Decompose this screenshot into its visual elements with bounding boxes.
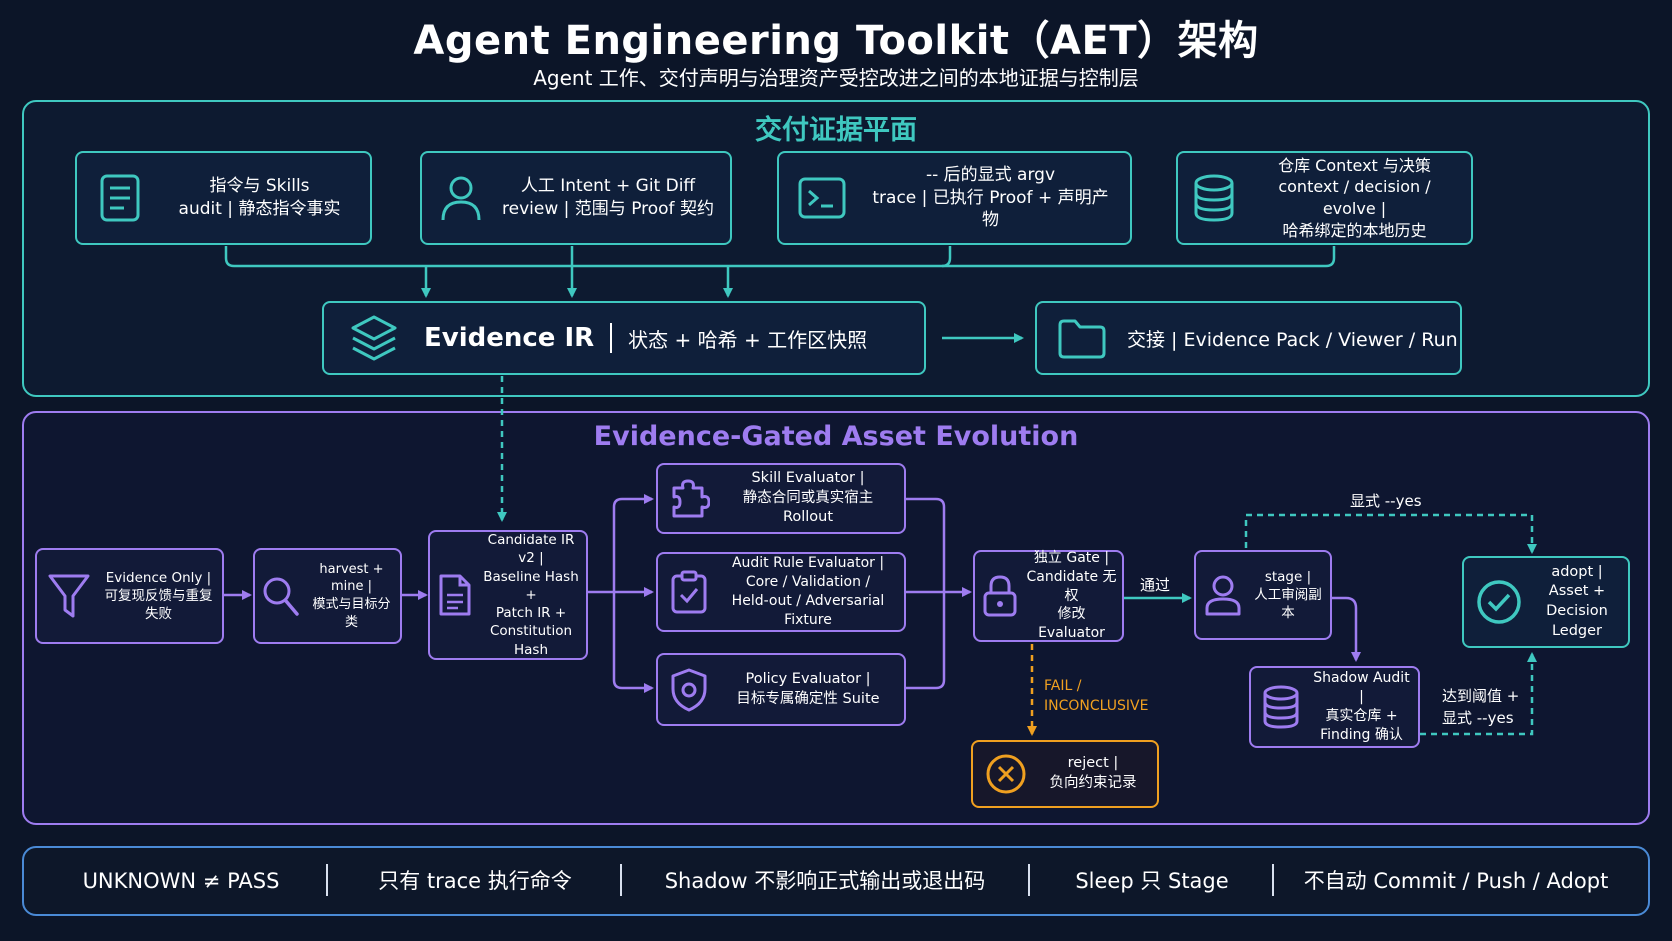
- source-line2: trace | 已执行 Proof + 声明产物: [872, 187, 1109, 231]
- evidence-only-line1: Evidence Only |: [105, 569, 212, 586]
- person-icon: [1196, 574, 1250, 616]
- evidence-ir-divider: [610, 323, 613, 353]
- principle-no-auto-commit: 不自动 Commit / Push / Adopt: [1303, 869, 1609, 893]
- evidence-only-line2: 可复现反馈与重复失败: [104, 587, 213, 623]
- shadow-audit-box: Shadow Audit | 真实仓库 + Finding 确认: [1249, 666, 1420, 748]
- reject-box: reject | 负向约束记录: [971, 740, 1159, 808]
- source-repo-context: 仓库 Context 与决策 context / decision / evol…: [1176, 151, 1473, 245]
- source-explicit-argv: -- 后的显式 argv trace | 已执行 Proof + 声明产物: [777, 151, 1132, 245]
- stage-line2: 人工审阅副本: [1254, 586, 1322, 622]
- adopt-line2: Asset +: [1548, 583, 1606, 600]
- harvest-box: harvest + mine | 模式与目标分类: [253, 548, 402, 644]
- skill-evaluator-line1: Skill Evaluator |: [751, 470, 865, 487]
- gate-line3: 修改 Evaluator: [1038, 606, 1105, 642]
- policy-evaluator-line1: Policy Evaluator |: [745, 670, 871, 687]
- source-instructions-skills: 指令与 Skills audit | 静态指令事实: [75, 151, 372, 245]
- principle-divider: [1028, 864, 1030, 896]
- stage-line1: stage |: [1264, 568, 1312, 585]
- check-circle-icon: [1464, 578, 1534, 626]
- source-line2: audit | 静态指令事实: [178, 199, 341, 219]
- source-line1: 人工 Intent + Git Diff: [520, 176, 696, 197]
- skill-evaluator-line2: 静态合同或真实宿主 Rollout: [742, 489, 874, 526]
- evidence-ir-name: Evidence IR: [424, 323, 595, 353]
- policy-evaluator-line2: 目标专属确定性 Suite: [736, 690, 880, 707]
- handoff-text: 交接 | Evidence Pack / Viewer / Run: [1127, 328, 1458, 351]
- database-icon: [1178, 173, 1250, 223]
- lock-icon: [975, 574, 1025, 618]
- fail-label-line1: FAIL /: [1044, 678, 1082, 694]
- audit-evaluator-line1: Audit Rule Evaluator |: [731, 555, 885, 572]
- evolution-title: Evidence-Gated Asset Evolution: [593, 421, 1079, 452]
- pass-label: 通过: [1140, 576, 1171, 594]
- search-icon: [255, 574, 307, 618]
- source-line1: 指令与 Skills: [209, 176, 310, 197]
- audit-evaluator-line3: Held-out / Adversarial Fixture: [731, 593, 885, 628]
- reject-line1: reject |: [1067, 755, 1119, 772]
- delivery-plane-title: 交付证据平面: [755, 115, 917, 146]
- harvest-line2: 模式与目标分类: [312, 597, 391, 630]
- audit-evaluator-line2: Core / Validation /: [745, 574, 871, 591]
- principle-divider: [326, 864, 328, 896]
- fail-label: FAIL / INCONCLUSIVE: [1044, 676, 1148, 717]
- filter-icon: [37, 572, 101, 620]
- terminal-icon: [779, 176, 865, 220]
- page-title: Agent Engineering Toolkit（AET）架构: [413, 18, 1259, 64]
- adopt-line3: Decision Ledger: [1546, 603, 1608, 639]
- source-line2: review | 范围与 Proof 契约: [502, 199, 714, 219]
- audit-rule-evaluator-box: Audit Rule Evaluator | Core / Validation…: [656, 552, 906, 632]
- fail-label-line2: INCONCLUSIVE: [1044, 698, 1149, 715]
- adopt-line1: adopt |: [1551, 563, 1603, 580]
- gate-line2: Candidate 无权: [1026, 568, 1117, 604]
- evidence-ir-desc: 状态 + 哈希 + 工作区快照: [628, 327, 868, 352]
- shadow-line1: Shadow Audit |: [1313, 670, 1410, 706]
- policy-evaluator-box: Policy Evaluator | 目标专属确定性 Suite: [656, 653, 906, 726]
- principles-bar: [22, 846, 1650, 916]
- x-circle-icon: [973, 752, 1039, 796]
- principle-shadow-no-effect: Shadow 不影响正式输出或退出码: [664, 869, 986, 893]
- adopt-box: adopt | Asset + Decision Ledger: [1462, 556, 1630, 648]
- database-icon: [1251, 684, 1311, 730]
- person-icon: [422, 174, 500, 222]
- candidate-line3: Patch IR +: [495, 605, 567, 622]
- threshold-line1: 达到阈值 +: [1442, 687, 1520, 705]
- harvest-line1: harvest + mine |: [319, 561, 384, 595]
- shadow-line3: Finding 确认: [1320, 726, 1403, 743]
- stage-box: stage | 人工审阅副本: [1194, 550, 1332, 640]
- principle-unknown-not-pass: UNKNOWN ≠ PASS: [82, 869, 280, 893]
- folder-icon: [1037, 317, 1127, 359]
- source-line3: 哈希绑定的本地历史: [1282, 220, 1427, 240]
- file-text-icon: [430, 573, 480, 617]
- source-intent-git-diff: 人工 Intent + Git Diff review | 范围与 Proof …: [420, 151, 732, 245]
- threshold-line2: 显式 --yes: [1442, 708, 1514, 727]
- gate-line1: 独立 Gate |: [1033, 549, 1110, 566]
- evidence-only-box: Evidence Only | 可复现反馈与重复失败: [35, 548, 224, 644]
- puzzle-icon: [658, 478, 720, 520]
- source-line1: -- 后的显式 argv: [925, 164, 1056, 185]
- candidate-line1: Candidate IR v2 |: [487, 532, 575, 567]
- candidate-line4: Constitution Hash: [489, 623, 573, 658]
- source-line1: 仓库 Context 与决策: [1278, 155, 1431, 175]
- independent-gate-box: 独立 Gate | Candidate 无权 修改 Evaluator: [973, 550, 1124, 642]
- shadow-line2: 真实仓库 +: [1325, 708, 1398, 724]
- principle-sleep-stage: Sleep 只 Stage: [1075, 869, 1229, 893]
- candidate-ir-box: Candidate IR v2 | Baseline Hash + Patch …: [428, 530, 588, 660]
- handoff-box: 交接 | Evidence Pack / Viewer / Run: [1035, 301, 1462, 375]
- shield-icon: [658, 667, 720, 713]
- principle-divider: [620, 864, 622, 896]
- threshold-label: 达到阈值 + 显式 --yes: [1442, 686, 1519, 730]
- principle-trace-only: 只有 trace 执行命令: [378, 869, 572, 893]
- skill-evaluator-box: Skill Evaluator | 静态合同或真实宿主 Rollout: [656, 463, 906, 534]
- page-subtitle: Agent 工作、交付声明与治理资产受控改进之间的本地证据与控制层: [533, 66, 1139, 90]
- source-line2: context / decision / evolve |: [1278, 177, 1431, 218]
- clipboard-check-icon: [658, 569, 720, 615]
- explicit-yes-label: 显式 --yes: [1350, 492, 1422, 510]
- evidence-ir-box: Evidence IR 状态 + 哈希 + 工作区快照: [322, 301, 926, 375]
- reject-line2: 负向约束记录: [1049, 775, 1137, 791]
- candidate-line2: Baseline Hash +: [483, 568, 579, 603]
- principle-divider: [1272, 864, 1274, 896]
- layers-icon: [324, 313, 424, 363]
- document-icon: [77, 173, 163, 223]
